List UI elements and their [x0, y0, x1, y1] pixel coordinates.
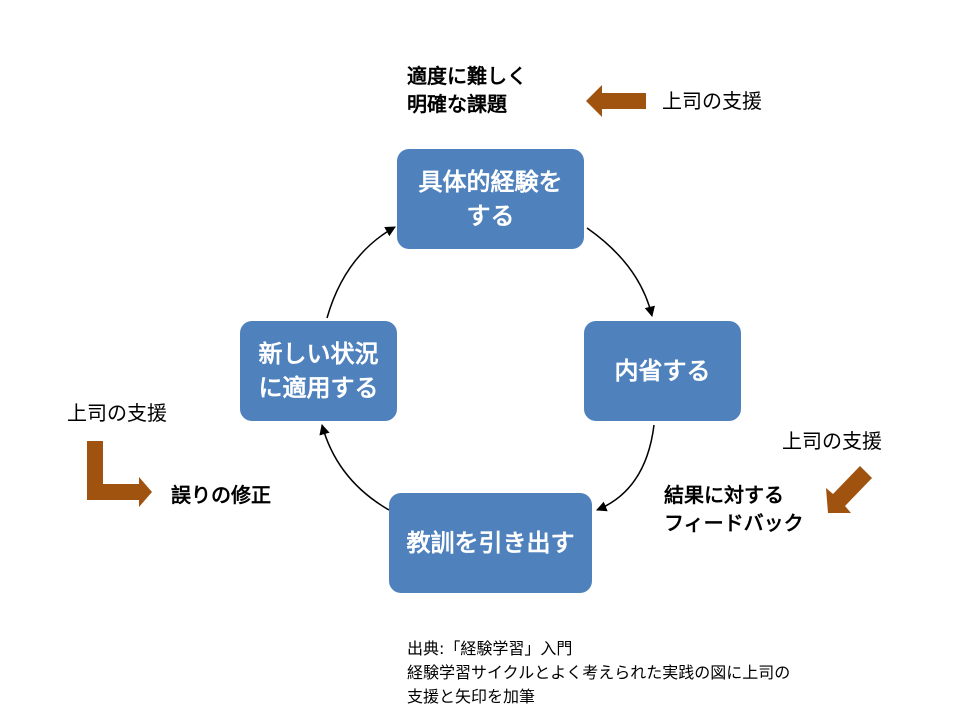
cycle-node-apply: 新しい状況 に適用する: [240, 321, 397, 421]
arrow-experience-to-reflect: [586, 227, 655, 318]
cycle-node-experience: 具体的経験を する: [397, 149, 584, 249]
arrow-reflect-to-lessons: [596, 424, 655, 512]
support-arrow-top: [586, 85, 646, 117]
arrow-apply-to-experience: [326, 226, 396, 319]
correction-annotation: 誤りの修正: [171, 483, 271, 507]
cycle-node-lessons: 教訓を引き出す: [389, 493, 592, 593]
support-arrow-left: [87, 441, 152, 507]
arrow-lessons-to-apply: [319, 423, 390, 511]
feedback-annotation: 結果に対する フィードバック: [664, 483, 804, 535]
support-label-right: 上司の支援: [782, 429, 882, 453]
support-arrow-right: [826, 466, 872, 513]
support-label-top: 上司の支援: [662, 89, 762, 113]
cycle-node-reflect: 内省する: [584, 321, 741, 421]
task-annotation: 適度に難しく 明確な課題: [407, 64, 527, 116]
support-label-left: 上司の支援: [67, 401, 167, 425]
source-note: 出典:「経験学習」入門 経験学習サイクルとよく考えられた実践の図に上司の 支援と…: [407, 639, 791, 706]
